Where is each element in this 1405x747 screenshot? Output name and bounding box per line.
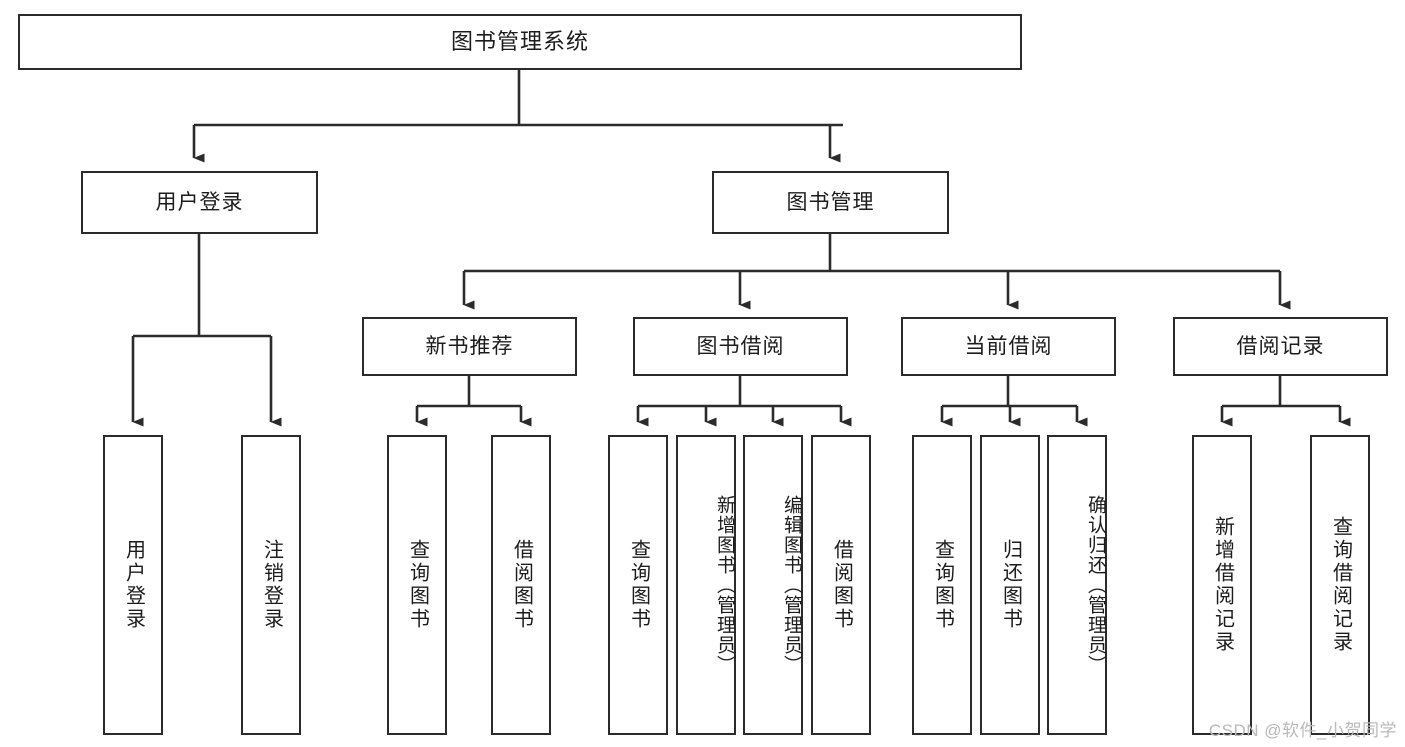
leaf-add-book-admin[interactable]: 新增图书（管理员） — [676, 435, 736, 735]
node-book-management[interactable]: 图书管理 — [712, 171, 949, 234]
leaf-query-books-borrowing[interactable]: 查询图书 — [608, 435, 668, 735]
leaf-return-books[interactable]: 归还图书 — [980, 435, 1040, 735]
leaf-edit-book-admin-label: 编辑图书（管理员） — [781, 495, 802, 675]
node-current-borrowing-label: 当前借阅 — [964, 334, 1053, 358]
node-book-management-label: 图书管理 — [786, 190, 875, 214]
leaf-confirm-return-admin-label: 确认归还（管理员） — [1085, 495, 1106, 675]
leaf-borrow-books-borrowing-label: 借阅图书 — [830, 539, 853, 631]
leaf-edit-book-admin[interactable]: 编辑图书（管理员） — [743, 435, 803, 735]
leaf-query-books-recommendation-label: 查询图书 — [406, 539, 429, 631]
leaf-query-books-borrowing-label: 查询图书 — [627, 539, 650, 631]
leaf-query-borrowing-record-label: 查询借阅记录 — [1329, 516, 1352, 654]
node-root-label: 图书管理系统 — [450, 28, 589, 54]
leaf-logout[interactable]: 注销登录 — [241, 435, 301, 735]
node-borrowing-records[interactable]: 借阅记录 — [1173, 317, 1388, 376]
leaf-user-login[interactable]: 用户登录 — [103, 435, 163, 735]
leaf-user-login-label: 用户登录 — [122, 539, 145, 631]
node-root-book-management-system[interactable]: 图书管理系统 — [18, 14, 1022, 70]
leaf-borrow-books-recommendation-label: 借阅图书 — [510, 539, 533, 631]
leaf-add-book-admin-label: 新增图书（管理员） — [714, 495, 735, 675]
node-new-book-recommendation[interactable]: 新书推荐 — [362, 317, 577, 376]
node-borrowing-records-label: 借阅记录 — [1236, 334, 1325, 358]
node-current-borrowing[interactable]: 当前借阅 — [901, 317, 1116, 376]
leaf-query-books-current[interactable]: 查询图书 — [912, 435, 972, 735]
leaf-borrow-books-recommendation[interactable]: 借阅图书 — [491, 435, 551, 735]
node-new-book-recommendation-label: 新书推荐 — [425, 334, 514, 358]
leaf-borrow-books-borrowing[interactable]: 借阅图书 — [811, 435, 871, 735]
leaf-query-borrowing-record[interactable]: 查询借阅记录 — [1310, 435, 1370, 735]
leaf-add-borrowing-record-label: 新增借阅记录 — [1211, 516, 1234, 654]
leaf-query-books-current-label: 查询图书 — [931, 539, 954, 631]
node-book-borrowing[interactable]: 图书借阅 — [633, 317, 848, 376]
leaf-confirm-return-admin[interactable]: 确认归还（管理员） — [1047, 435, 1107, 735]
leaf-return-books-label: 归还图书 — [999, 539, 1022, 631]
node-user-login-label: 用户登录 — [155, 190, 244, 214]
watermark-text: CSDN @软件_小贺同学 — [1208, 721, 1397, 740]
node-book-borrowing-label: 图书借阅 — [696, 334, 785, 358]
leaf-query-books-recommendation[interactable]: 查询图书 — [387, 435, 447, 735]
node-user-login[interactable]: 用户登录 — [81, 171, 318, 234]
leaf-logout-label: 注销登录 — [260, 539, 283, 631]
leaf-add-borrowing-record[interactable]: 新增借阅记录 — [1192, 435, 1252, 735]
